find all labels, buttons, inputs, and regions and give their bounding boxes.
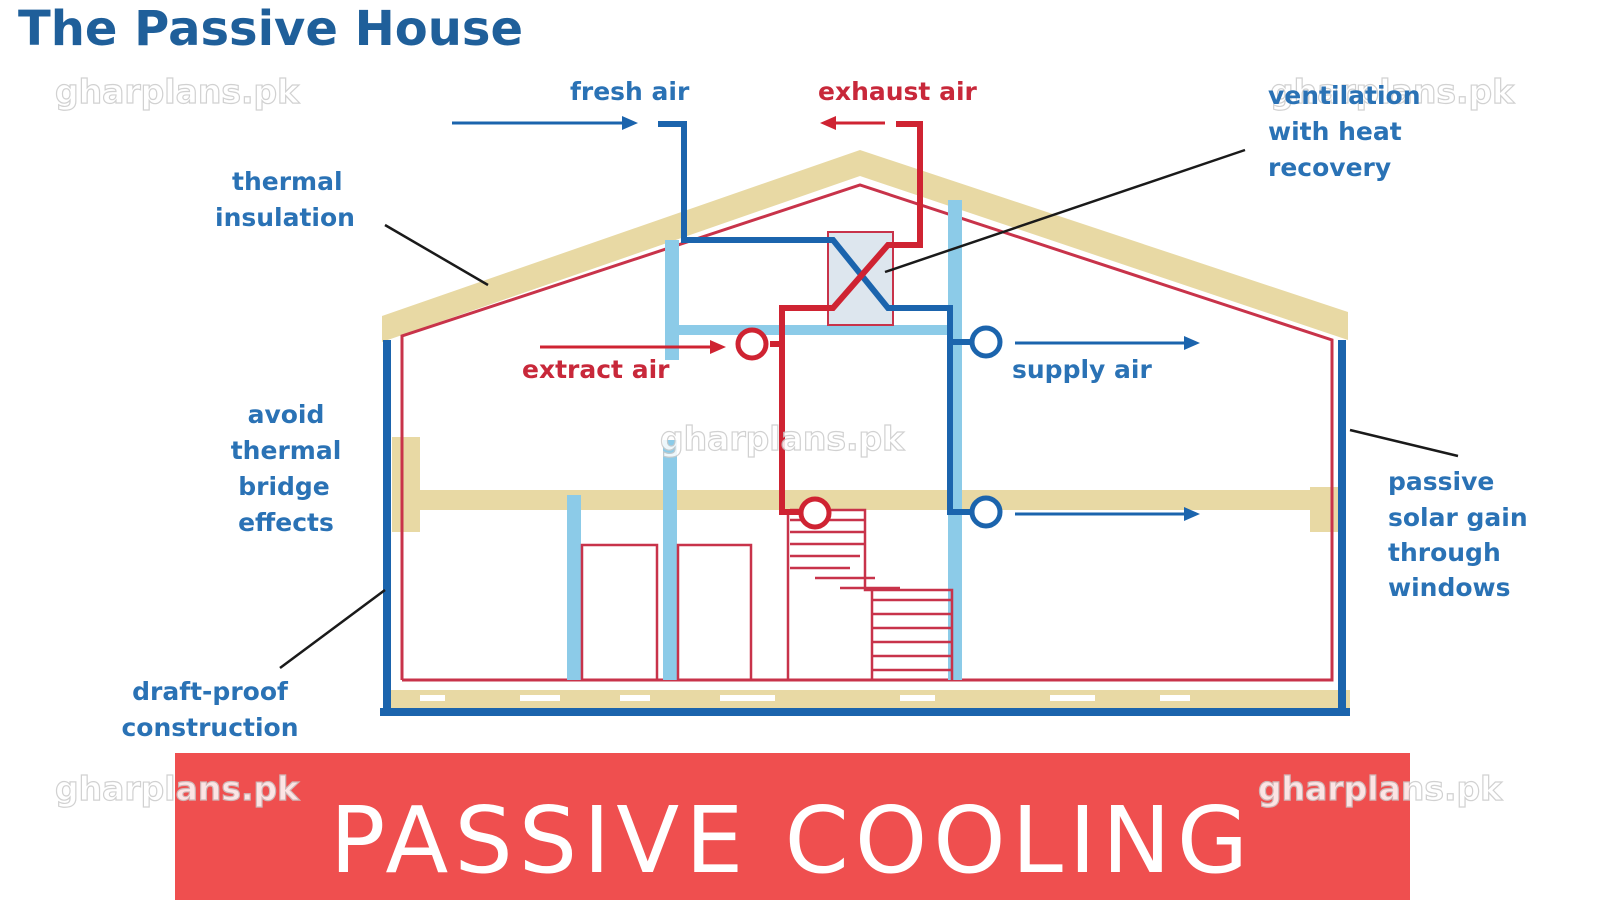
- leader-lines: [279, 148, 1459, 670]
- extract-vent-lower: [798, 496, 832, 530]
- supply-vent-upper: [969, 325, 1003, 359]
- label-exhaust-air: exhaust air: [818, 77, 978, 106]
- ground-insulation: [385, 690, 1350, 708]
- watermark-center: gharplans.pk: [660, 419, 905, 458]
- label-passive-solar-gain: passive solar gain through windows: [1388, 467, 1528, 602]
- label-ventilation: ventilation with heat recovery: [1268, 81, 1421, 182]
- watermark-top-right: gharplans.pk: [1270, 72, 1515, 111]
- watermark-bottom-right: gharplans.pk: [1258, 769, 1503, 808]
- flow-arrows: [452, 116, 1200, 521]
- svg-text:draft-proof: draft-proof: [132, 677, 289, 706]
- svg-text:with heat: with heat: [1268, 117, 1402, 146]
- right-outer-wall: [1338, 340, 1346, 710]
- svg-text:solar gain: solar gain: [1388, 503, 1528, 532]
- svg-text:passive: passive: [1388, 467, 1494, 496]
- door-right: [676, 543, 753, 682]
- svg-text:thermal: thermal: [231, 436, 342, 465]
- svg-text:windows: windows: [1388, 573, 1511, 602]
- door-left: [580, 543, 659, 682]
- svg-text:insulation: insulation: [215, 203, 355, 232]
- svg-text:bridge: bridge: [238, 472, 330, 501]
- banner-background: [175, 753, 1410, 900]
- extract-vent-upper: [735, 327, 769, 361]
- label-fresh-air: fresh air: [570, 77, 690, 106]
- svg-text:thermal: thermal: [232, 167, 343, 196]
- banner-title: PASSIVE COOLING: [330, 787, 1254, 894]
- svg-text:recovery: recovery: [1268, 153, 1391, 182]
- svg-text:effects: effects: [238, 508, 334, 537]
- vents: [735, 325, 1003, 530]
- svg-text:ventilation: ventilation: [1268, 81, 1421, 110]
- staircase: [786, 508, 954, 680]
- label-extract-air: extract air: [522, 355, 670, 384]
- label-avoid-thermal-bridge: avoid thermal bridge effects: [231, 400, 342, 537]
- left-bridge-insulation: [392, 437, 420, 532]
- left-outer-wall: [383, 340, 391, 710]
- airtight-layer: [400, 183, 1334, 682]
- label-thermal-insulation: thermal insulation: [215, 167, 355, 232]
- svg-text:through: through: [1388, 538, 1501, 567]
- foundation-line: [380, 708, 1350, 716]
- supply-vent-lower: [969, 495, 1003, 529]
- exhaust-air-duct: [770, 121, 923, 515]
- svg-text:construction: construction: [121, 713, 298, 742]
- page-title: The Passive House: [18, 1, 523, 57]
- watermark-top-left: gharplans.pk: [55, 72, 300, 111]
- label-draft-proof: draft-proof construction: [121, 677, 298, 742]
- watermark-bottom-left: gharplans.pk: [55, 769, 300, 808]
- label-supply-air: supply air: [1012, 355, 1152, 384]
- svg-text:avoid: avoid: [248, 400, 325, 429]
- floor-slab-insulation: [392, 490, 1338, 510]
- interior-walls: [567, 200, 962, 680]
- slab-gaps: [420, 695, 1190, 701]
